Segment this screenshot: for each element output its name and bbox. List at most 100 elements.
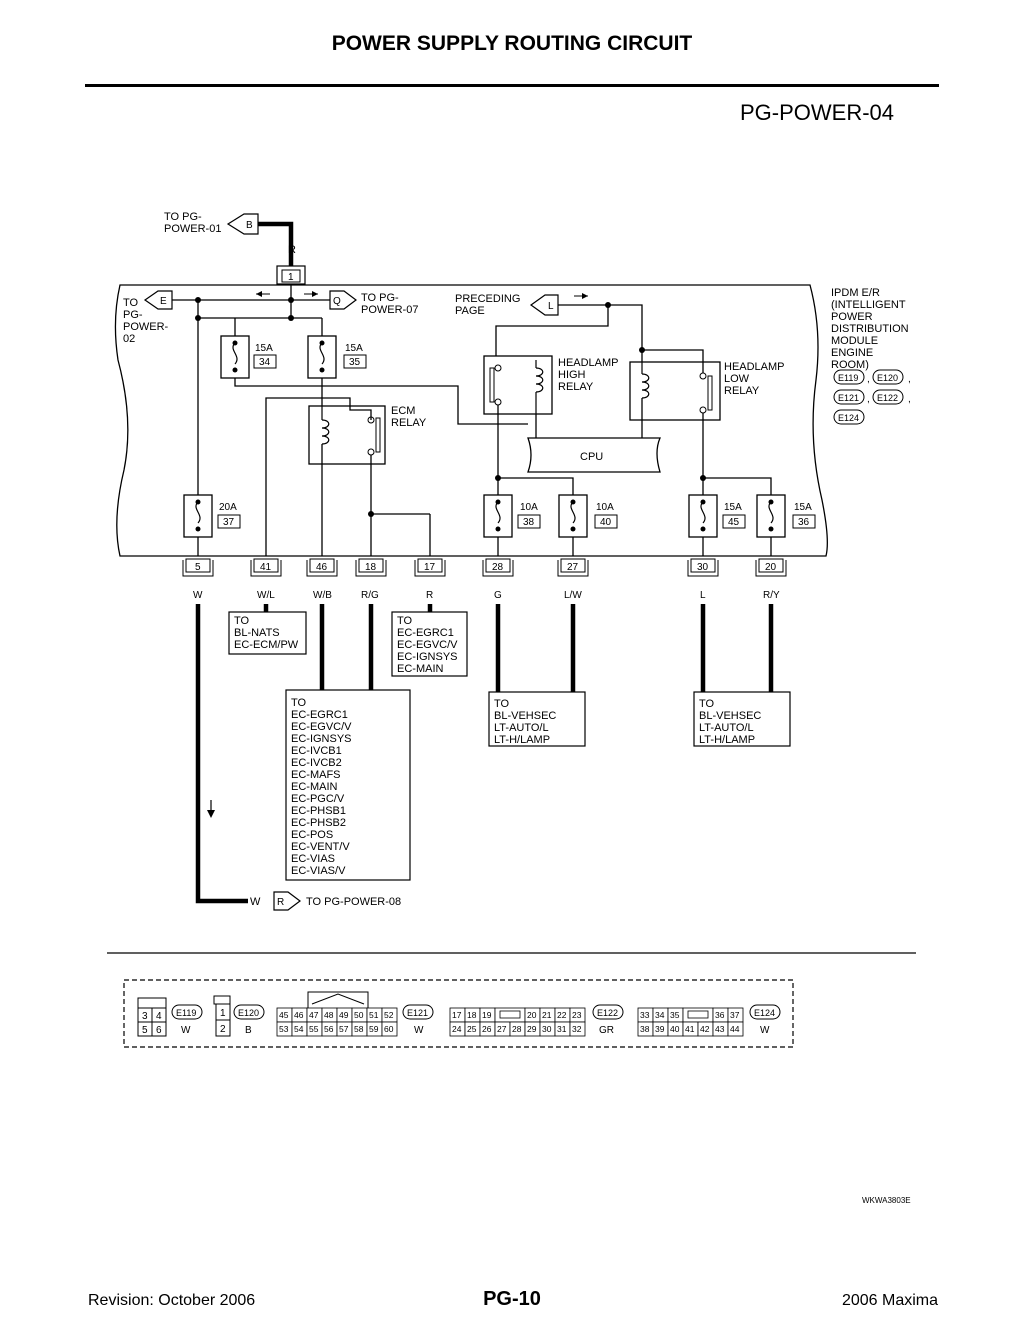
dest-vehsec-low-2: BL-VEHSEC — [699, 710, 761, 722]
terminal-28-num: 28 — [492, 562, 504, 573]
e121-cell-60: 60 — [384, 1024, 394, 1034]
headlamp-high-relay-label-2: HIGH — [558, 369, 586, 381]
e121-cell-56: 56 — [324, 1024, 334, 1034]
headlamp-high-relay-label-1: HEADLAMP — [558, 357, 619, 369]
ecm-relay-label-1: ECM — [391, 405, 415, 417]
terminal-28: 28 G — [482, 558, 514, 601]
fuse-36-amp: 15A — [794, 502, 812, 513]
ipdm-label-2: (INTELLIGENT — [831, 299, 906, 311]
wire-w-to-pg-power-08 — [195, 604, 248, 904]
e121-cell-50: 50 — [354, 1010, 364, 1020]
connector-e120: 1 2 E120 B — [213, 995, 265, 1037]
fuse-34-num: 34 — [259, 357, 271, 368]
fuse-38-amp: 10A — [520, 502, 538, 513]
dest-ec-46-13: EC-VENT/V — [291, 841, 350, 853]
e121-cell-48: 48 — [324, 1010, 334, 1020]
terminal-41: 41 W/L — [250, 558, 282, 601]
e122-cell-26: 26 — [482, 1024, 492, 1034]
e121-cell-46: 46 — [294, 1010, 304, 1020]
e119-color: W — [181, 1025, 191, 1036]
dest-bl-nats-1: TO — [234, 615, 250, 627]
dest-ec-17-3: EC-EGVC/V — [397, 639, 458, 651]
e119-cell-6: 6 — [156, 1025, 162, 1036]
terminal-20-num: 20 — [765, 562, 777, 573]
e122-cell-27: 27 — [497, 1024, 507, 1034]
preceding-page-label-1: PRECEDING — [455, 293, 520, 305]
e122-cell-29: 29 — [527, 1024, 537, 1034]
to-pg-power-01-label-2: POWER-01 — [164, 223, 221, 235]
terminal-41-num: 41 — [260, 562, 272, 573]
e122-cell-32: 32 — [572, 1024, 582, 1034]
dest-vehsec-low-3: LT-AUTO/L — [699, 722, 754, 734]
footer-page-number: PG-10 — [483, 1288, 541, 1310]
dest-bl-nats-box — [228, 611, 307, 655]
e124-id: E124 — [754, 1008, 775, 1018]
terminal-5: 5 W — [182, 558, 214, 601]
terminal-27-wire: L/W — [564, 590, 582, 601]
headlamp-low-relay-label-2: LOW — [724, 373, 750, 385]
e124-cell-43: 43 — [715, 1024, 725, 1034]
to-pg-power-07-label-1: TO PG- — [361, 292, 399, 304]
ipdm-conn-e120: E120 — [877, 373, 898, 383]
e121-color: W — [414, 1025, 424, 1036]
e122-cell-17: 17 — [452, 1010, 462, 1020]
ipdm-conn-e121: E121 — [838, 393, 859, 403]
wire-from-power-01 — [258, 221, 294, 266]
e124-cell-38: 38 — [640, 1024, 650, 1034]
flag-r-label: R — [277, 897, 284, 908]
e124-cell-42: 42 — [700, 1024, 710, 1034]
wire-r-label: R — [288, 244, 296, 256]
footer-model: 2006 Maxima — [841, 1292, 938, 1309]
dest-bl-nats-2: BL-NATS — [234, 627, 280, 639]
e122-cell-22: 22 — [557, 1010, 567, 1020]
terminal-28-wire: G — [494, 590, 502, 601]
to-pg-power-02-label-2: PG- — [123, 309, 143, 321]
cpu-block — [527, 437, 661, 473]
to-pg-power-02-label-1: TO — [123, 297, 139, 309]
dest-ec-17-5: EC-MAIN — [397, 663, 444, 675]
flag-b-arrow — [226, 213, 259, 235]
e124-cell-41: 41 — [685, 1024, 695, 1034]
flag-b-label: B — [246, 220, 253, 231]
pg-power-08-wire: W — [250, 896, 261, 908]
e122-cell-23: 23 — [572, 1010, 582, 1020]
fuse-40-num: 40 — [600, 517, 612, 528]
dest-vehsec-high-box — [488, 691, 586, 747]
fuse-36-num: 36 — [798, 517, 810, 528]
e124-color: W — [760, 1025, 770, 1036]
e124-cell-39: 39 — [655, 1024, 665, 1034]
fuse-45-amp: 15A — [724, 502, 742, 513]
to-pg-power-08-label: TO PG-POWER-08 — [306, 896, 401, 908]
svg-text:,: , — [867, 394, 870, 405]
e121-cell-59: 59 — [369, 1024, 379, 1034]
e122-cell-25: 25 — [467, 1024, 477, 1034]
cpu-label: CPU — [580, 451, 603, 463]
dest-ec-46-12: EC-POS — [291, 829, 333, 841]
terminal-18-wire: R/G — [361, 590, 379, 601]
ipdm-conn-e124: E124 — [838, 413, 859, 423]
e121-id: E121 — [407, 1008, 428, 1018]
e119-cell-4: 4 — [156, 1011, 162, 1022]
header-rule — [85, 84, 939, 87]
e119-id: E119 — [176, 1008, 196, 1018]
terminal-30-wire: L — [700, 590, 706, 601]
dest-bl-nats-3: EC-ECM/PW — [234, 639, 299, 651]
e121-cell-52: 52 — [384, 1010, 394, 1020]
dest-ec-17-2: EC-EGRC1 — [397, 627, 454, 639]
dest-ec-46-2: EC-EGRC1 — [291, 709, 348, 721]
fuse-34-amp: 15A — [255, 343, 273, 354]
e122-cell-19: 19 — [482, 1010, 492, 1020]
dest-vehsec-high-4: LT-H/LAMP — [494, 734, 550, 746]
to-pg-power-02-label-3: POWER- — [123, 321, 169, 333]
page-title: POWER SUPPLY ROUTING CIRCUIT — [331, 32, 693, 55]
dest-ec-46-box — [285, 689, 411, 881]
e121-cell-51: 51 — [369, 1010, 379, 1020]
e120-color: B — [245, 1025, 252, 1036]
figure-id: WKWA3803E — [862, 1196, 911, 1205]
terminal-30-num: 30 — [697, 562, 709, 573]
e122-cell-28: 28 — [512, 1024, 522, 1034]
module-outline — [114, 284, 828, 557]
svg-text:,: , — [867, 374, 870, 385]
dest-ec-46-5: EC-IVCB1 — [291, 745, 342, 757]
e124-cell-44: 44 — [730, 1024, 740, 1034]
